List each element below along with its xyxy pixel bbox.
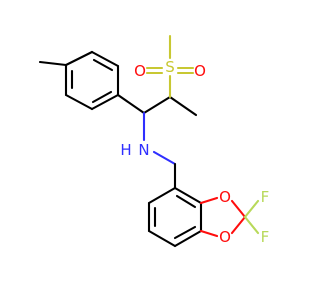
sulfur-label: S (165, 58, 175, 76)
cf2-to-fluorine-top-bond (243, 199, 260, 219)
difluorobenzodioxole (147, 186, 260, 248)
oxygen-top-to-cf2-bond (230, 199, 247, 219)
backbone (116, 34, 198, 190)
tolyl-inner-double-bond (91, 90, 113, 104)
benzodioxole-ring-bond (173, 186, 203, 205)
cf2-to-fluorine-bottom-bond (243, 215, 260, 235)
alpha-to-beta-carbon-bond (142, 95, 172, 115)
benzodioxole-inner-double-bond (173, 225, 197, 240)
benzodioxole-inner-double-bond (175, 194, 197, 209)
oxygen-bottom-to-cf2-bond (230, 215, 247, 235)
ring-to-oxygen-top-bond (199, 196, 219, 205)
tolyl-inner-double-bond (92, 58, 114, 72)
tolyl-ring-bond (90, 93, 120, 111)
methylphenyl-ring (38, 50, 120, 111)
benzodioxole-ring-bond (173, 229, 203, 248)
oxygen-ring-top-label: O (219, 188, 231, 206)
oxygen-ring-bottom-label: O (219, 228, 231, 246)
beta-carbon-methyl-bond (168, 95, 198, 117)
tolyl-ring-bond (90, 50, 120, 68)
hydrogen-label: H (120, 141, 131, 159)
oxygen-left-label: O (134, 62, 146, 80)
tolyl-ring-bond (64, 50, 94, 67)
tolyl-ring-bond (64, 93, 94, 111)
benzodioxole-ring-bond (147, 229, 177, 248)
nitrogen-label: N (138, 141, 149, 159)
fluorine-bottom-label: F (261, 228, 270, 246)
benzodioxole-ring-bond (147, 186, 177, 205)
atom-labels: S O O H N O O F F (120, 58, 269, 246)
ring-to-oxygen-bottom-bond (199, 229, 219, 238)
ring-to-alpha-carbon-bond (116, 93, 146, 115)
methyl-to-ring-bond (38, 60, 68, 67)
oxygen-right-label: O (194, 62, 206, 80)
nitrogen-to-methylene-bond (152, 150, 177, 166)
fluorine-top-label: F (261, 188, 270, 206)
chemical-structure-diagram: S O O H N O O F F (38, 34, 270, 248)
